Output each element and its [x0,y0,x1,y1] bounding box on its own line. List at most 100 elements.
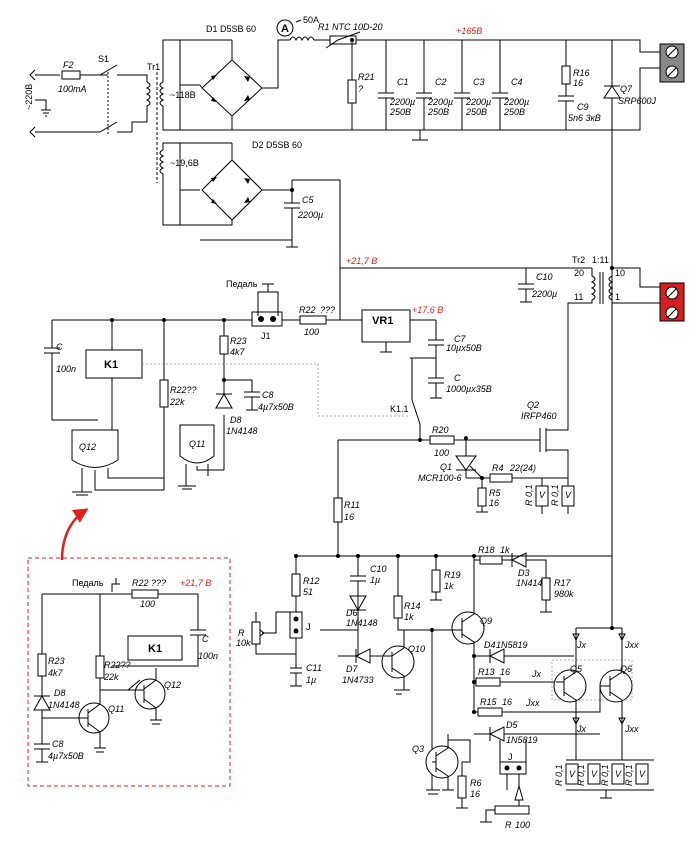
r14-name: R14 [404,601,421,611]
transformer-tr2: Tr2 1:11 20 10 11 1 [567,255,660,420]
r16-name: R16 [573,68,590,78]
shunt-2-label: V [591,769,598,779]
inset-transistor-q12 [134,678,166,710]
inset-r22-value: 100 [140,599,155,609]
ntc-r1-label: R1 NTC 10D-20 [318,22,383,32]
d5-name: D5 [506,720,518,730]
transistor-q3 [425,745,459,779]
r22a-value: ??? [320,305,335,315]
bridge-d2: D2 D5SB 60 C5 2200µ [179,140,341,268]
inset-r22b-value: 22k [103,672,119,682]
transistor-q11: Q11 [178,424,224,490]
tr1-winding-high: ~118В [170,90,196,100]
resistor-r23 [219,335,229,355]
resistor-r21 [347,79,357,104]
c11-name: C11 [306,663,322,673]
inset-relay-k1 [127,635,183,661]
r22a-name: R22 [299,305,316,315]
d6-name: D6 [346,608,358,618]
c5-name: C5 [302,195,314,205]
r-100-value: 100 [515,820,530,830]
d3-value: 1N4148 [516,578,548,588]
earth-symbol [35,99,51,117]
c2-value: 2200µ [427,97,453,107]
inset-detail: Педаль R22 ??? +21,7 В 100 K1 C 100n R22… [27,508,231,787]
vr1-label: VR1 [372,315,393,327]
r11-value: 16 [344,512,354,522]
resistor-r6 [457,775,467,799]
d5-value: 1N5819 [506,735,538,745]
shunt-4-name: R 0,1 [624,764,634,786]
inset-rail: +21,7 В [180,578,211,588]
lv-rail: +21,7 В C10 2200µ Tr2 1:11 20 10 11 1 [340,255,660,420]
q7-value: SRP600J [618,96,657,106]
c-relay-name: C [56,342,63,352]
k1-contact-label: K1.1 [390,404,409,414]
inset-r23-value: 4k7 [48,668,64,678]
c3-name: C3 [473,77,485,87]
transistor-q9 [451,611,485,645]
j-label: J [306,622,311,632]
r13-value: 16 [500,667,510,677]
c10b-value: 1µ [370,575,380,585]
c9-name: C9 [577,102,589,112]
q3-label: Q3 [412,744,424,754]
timer-section: R12 51 J C11 1µ R 10k C10 1µ D6 1N4148 D… [236,262,654,830]
bridge-d2-label: D2 D5SB 60 [252,140,302,150]
q6-label: Q6 [620,664,632,674]
c8-value: 4µ7x50В [258,402,294,412]
r11-name: R11 [344,500,360,510]
cap-c2: C2 2200µ 250В [416,40,453,130]
c4-voltage: 250В [503,107,525,117]
cap-c1: C1 2200µ 250В [378,40,415,130]
shunt-1-label: V [569,769,576,779]
potentiometer-r [251,621,261,645]
c11-value: 1µ [306,675,316,685]
hv-terminal-block [659,43,685,83]
resistor-r19 [431,569,441,593]
inset-r22b: R22?? [104,660,131,670]
jx-label-a: Jx [531,669,542,679]
d8-value: 1N4148 [226,426,258,436]
regulator-vr1 [361,309,411,343]
inset-d8: D8 [54,688,66,698]
c4-name: C4 [511,77,523,87]
r18-value: 1k [500,545,510,555]
switch-s1 [99,64,118,133]
inset-k1: K1 [148,643,162,655]
connector-j [289,611,303,639]
inset-r22: R22 ??? [132,578,166,588]
cap-c4: C4 2200µ 250В [492,40,529,130]
pedal-label: Педаль [226,279,258,289]
r4-value: 22(24) [509,463,536,473]
inset-d8-value: 1N4148 [48,700,80,710]
resistor-r-100 [494,805,530,815]
resistor-r17 [541,577,551,601]
resistor-r12 [291,573,301,597]
resistor-r11 [333,497,343,523]
lv-terminal-block [659,282,685,322]
c10b-name: C10 [370,564,387,574]
resistor-r5 [477,487,487,507]
r21-name: R21 [358,72,375,82]
c4-value: 2200µ [503,97,529,107]
r13-name: R13 [478,667,495,677]
mains-voltage-label: ~220В [24,84,34,110]
r5-name: R5 [489,488,501,498]
r12-value: 51 [303,587,313,597]
c1-name: C1 [397,77,409,87]
snubber: R16 16 C9 5n6 3кВ Q7 SRP600J [558,40,657,262]
r22b-value: 22k [169,397,185,407]
tr2-name: Tr2 [572,255,585,265]
d3-name: D3 [518,568,530,578]
ammeter-symbol: A [281,23,289,35]
transistor-q10 [381,645,415,679]
r17-name: R17 [554,578,572,588]
fuse-f2-value: 100mA [58,84,87,94]
resistor-r14 [393,595,403,619]
inset-pedal: Педаль [72,578,104,588]
q7-name: Q7 [620,84,633,94]
inset-c8: C8 [52,739,64,749]
r15-value: 16 [502,697,512,707]
r14-value: 1k [404,612,414,622]
